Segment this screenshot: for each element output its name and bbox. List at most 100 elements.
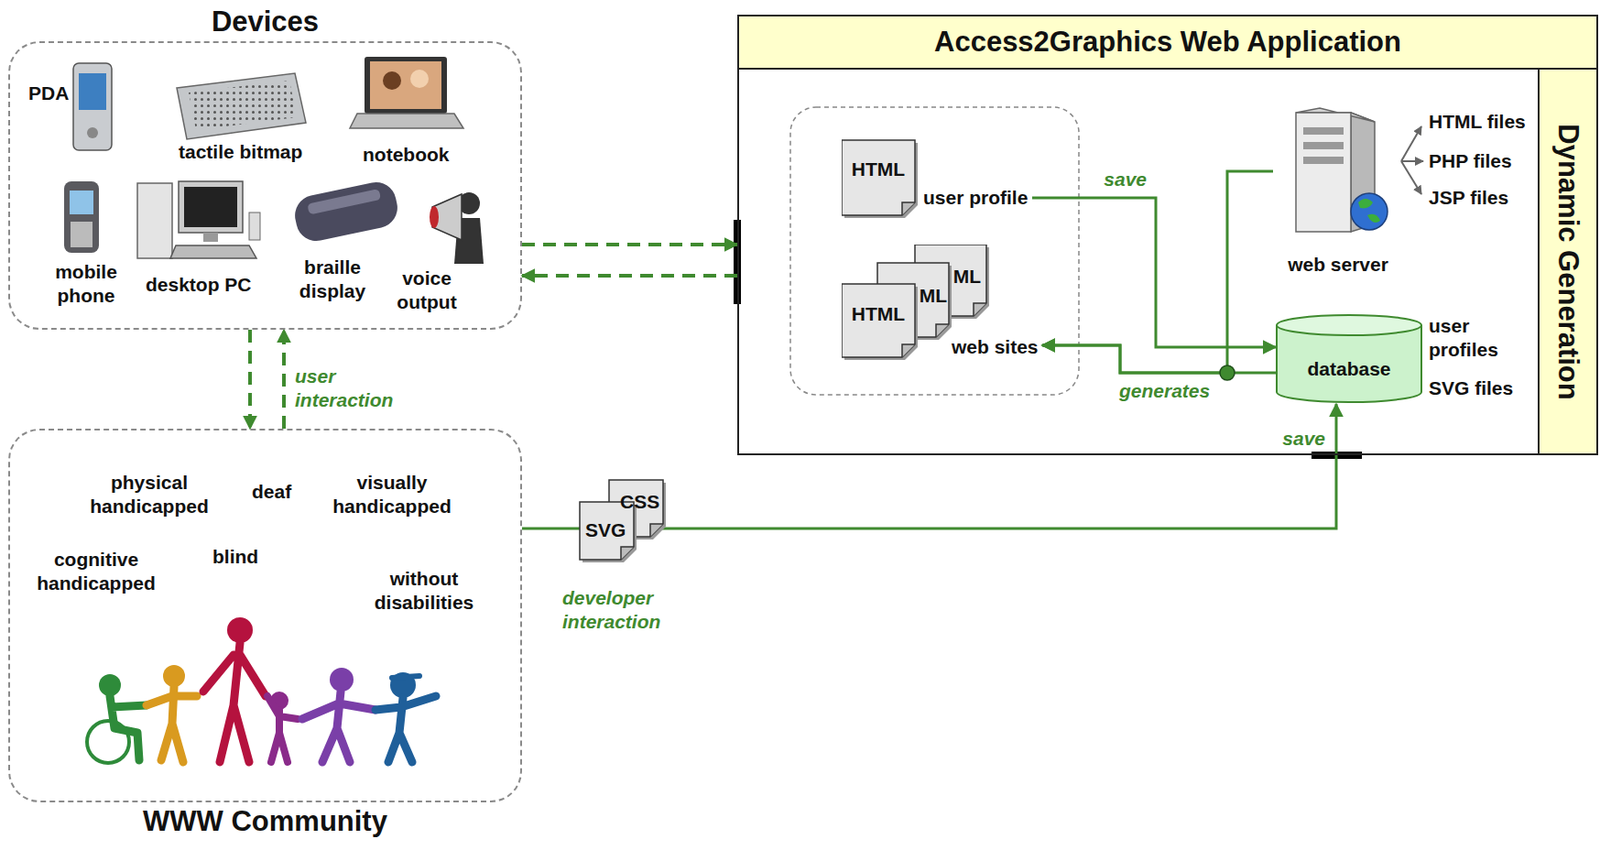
html-document: HTML user profile <box>841 137 1033 218</box>
device-label: mobile phone <box>49 260 123 309</box>
connector <box>1042 345 1276 373</box>
page-fold <box>973 303 987 316</box>
side-title: Dynamic Generation <box>1550 123 1587 400</box>
braille-icon <box>291 178 402 245</box>
notebook-base <box>349 113 464 129</box>
leader-arrow <box>1401 161 1422 195</box>
page-fold <box>902 344 915 358</box>
braille-cells <box>306 188 381 215</box>
pda-button <box>87 127 98 139</box>
device-label: PDA <box>28 81 69 106</box>
node-label: web sites <box>951 335 1039 360</box>
leader-arrow <box>1401 160 1424 163</box>
document-page <box>841 283 915 358</box>
device-label: notebook <box>362 142 450 167</box>
node-label: web server <box>1273 252 1404 277</box>
doc-label: CSS <box>620 489 660 514</box>
notebook-photo <box>382 71 402 90</box>
file-type: user profiles <box>1428 314 1516 363</box>
pc-keyboard <box>170 245 257 259</box>
node-label: database <box>1275 357 1423 381</box>
pc-speaker <box>249 212 261 240</box>
edge-label: user interaction <box>294 364 410 414</box>
web-server: web server <box>1273 107 1404 280</box>
connector <box>282 329 286 429</box>
file-type: SVG files <box>1428 376 1513 401</box>
notebook-screen <box>370 61 442 109</box>
device-label: desktop PC <box>145 272 252 297</box>
server-icon <box>1284 107 1393 235</box>
pda-icon <box>73 63 112 151</box>
edge-label: save <box>1095 167 1147 192</box>
notebook-icon <box>364 56 447 114</box>
phone-keypad <box>70 221 93 248</box>
file-type: HTML files <box>1428 109 1526 134</box>
user-group: cognitive handicapped <box>27 547 165 597</box>
server-front <box>1295 112 1351 232</box>
megaphone-mouth <box>429 206 439 229</box>
person-figure <box>267 696 298 762</box>
person-cap <box>391 675 420 678</box>
person-figure <box>109 696 147 761</box>
title-band: Access2Graphics Web Application <box>739 16 1597 70</box>
pda-screen <box>78 73 107 110</box>
node-label: user profile <box>923 185 1028 210</box>
group-outline <box>790 107 1079 395</box>
junction-dot <box>1219 365 1235 381</box>
user-group: visually handicapped <box>323 470 461 520</box>
connector <box>522 242 738 247</box>
connector <box>1042 171 1274 373</box>
person-figure <box>203 642 266 762</box>
connector <box>522 273 738 278</box>
user-group: physical handicapped <box>80 470 218 520</box>
file-type: PHP files <box>1428 149 1513 174</box>
pc-monitor <box>178 181 243 233</box>
user-group: without disabilities <box>359 566 489 616</box>
phone-icon <box>64 181 99 253</box>
pc-tower <box>137 183 173 259</box>
panel-heading: WWW Community <box>0 804 539 840</box>
leader-arrow <box>1401 126 1422 162</box>
edge-label: save <box>1273 426 1326 451</box>
phone-screen <box>69 190 94 215</box>
person-figure <box>302 691 376 762</box>
doc-label: SVG <box>585 518 626 543</box>
globe-land <box>1358 198 1381 223</box>
app-title: Access2Graphics Web Application <box>739 24 1597 61</box>
cylinder-body <box>1276 325 1422 403</box>
file-type: JSP files <box>1428 185 1509 210</box>
user-group: blind <box>212 544 259 569</box>
database-cylinder: database <box>1275 314 1423 404</box>
connector <box>1032 197 1276 348</box>
doc-label: HTML <box>841 302 915 327</box>
device-label: tactile bitmap <box>178 140 303 164</box>
cylinder-top <box>1276 315 1422 336</box>
drive-slot <box>1303 156 1344 164</box>
tactile-icon <box>176 73 306 140</box>
page-fold <box>650 523 664 537</box>
edge-label: generates <box>1119 379 1210 403</box>
tactile-surface <box>188 80 297 131</box>
globe <box>1350 193 1388 230</box>
notebook-photo <box>410 69 429 88</box>
document-page <box>841 140 915 216</box>
person-figure <box>375 696 436 762</box>
person-figure <box>146 686 197 762</box>
page-fold <box>936 324 949 338</box>
pc-stand <box>203 232 218 242</box>
page-fold <box>620 546 634 560</box>
panel-heading: Devices <box>0 4 539 41</box>
pc-screen <box>184 186 238 228</box>
drive-slot <box>1303 127 1344 135</box>
interaction-label: developer interaction <box>562 586 682 635</box>
side-band: Dynamic Generation <box>1537 69 1597 454</box>
doc-label: ML <box>914 283 947 308</box>
connector <box>522 403 1337 529</box>
document-stack: HTMLMLMLweb sites <box>841 244 1043 360</box>
doc-label: HTML <box>841 157 915 182</box>
doc-label: ML <box>949 264 985 289</box>
device-label: voice output <box>390 266 464 316</box>
device-label: braille display <box>291 255 374 305</box>
drive-slot <box>1303 141 1344 150</box>
connector <box>248 329 252 429</box>
